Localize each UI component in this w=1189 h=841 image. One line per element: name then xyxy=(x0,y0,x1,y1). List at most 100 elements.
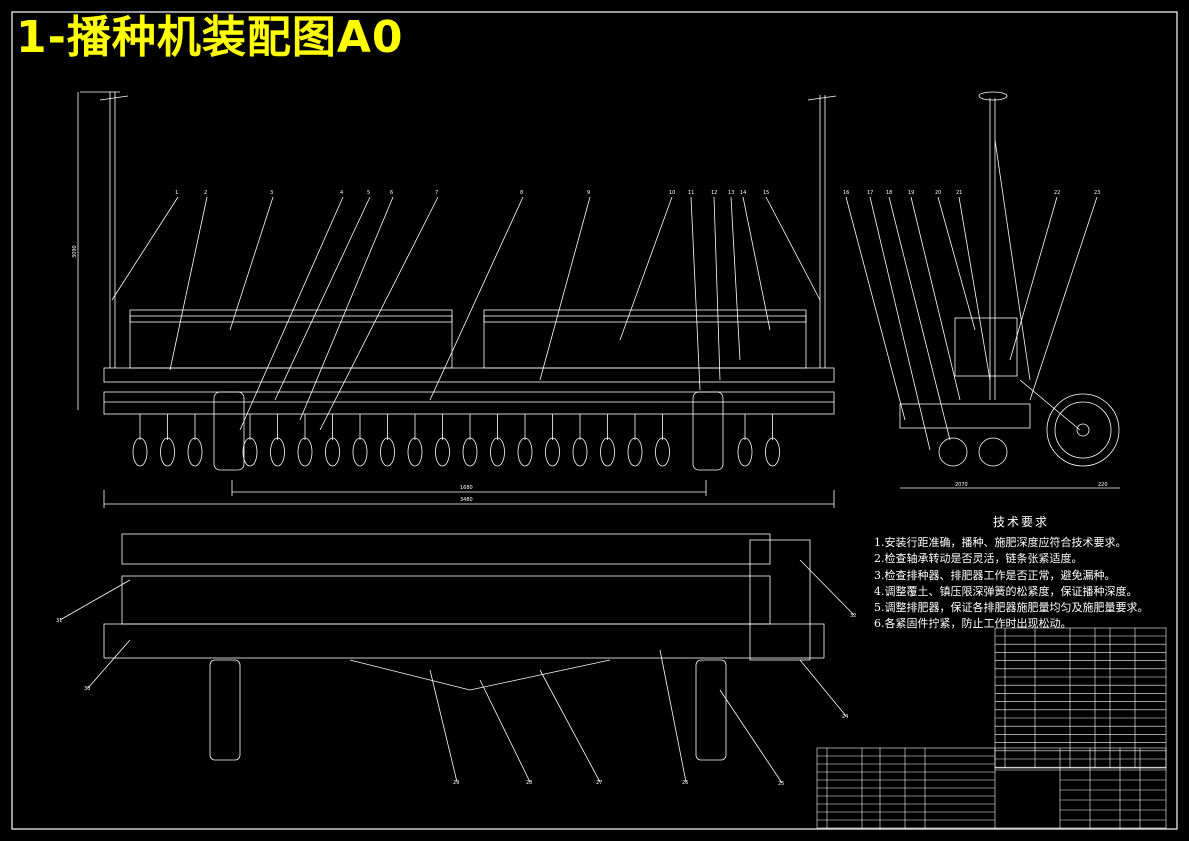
opener-disc xyxy=(380,437,395,467)
leader-line xyxy=(539,196,591,381)
opener-disc xyxy=(242,437,258,467)
balloon-label: 5 xyxy=(367,190,370,196)
balloon-label: 15 xyxy=(763,190,769,196)
balloon-labels-plan: 24 25 26 27 28 29 30 31 32 xyxy=(56,613,856,787)
tech-item: 6.各紧固件拧紧，防止工作时出现松动。 xyxy=(874,617,1072,631)
balloon-label: 17 xyxy=(867,190,873,196)
opener-disc xyxy=(737,437,753,467)
leader-line xyxy=(937,196,976,331)
balloon-label: 21 xyxy=(956,190,962,196)
opener-disc xyxy=(407,437,423,467)
leader-line xyxy=(910,196,961,401)
balloon-label: 32 xyxy=(850,613,856,619)
opener-disc xyxy=(765,437,780,467)
balloon-label: 8 xyxy=(520,190,523,196)
balloon-label: 12 xyxy=(711,190,717,196)
balloon-label: 11 xyxy=(688,190,694,196)
leader-line xyxy=(719,689,783,784)
leader-line xyxy=(742,196,771,331)
balloon-label: 9 xyxy=(587,190,590,196)
leader-line xyxy=(659,649,687,783)
balloon-label: 28 xyxy=(526,780,532,786)
leader-line xyxy=(1029,196,1098,401)
leader-line xyxy=(299,196,394,421)
leader-line xyxy=(229,196,274,331)
balloon-label: 14 xyxy=(740,190,746,196)
opener-disc xyxy=(627,437,643,467)
technical-requirements: 技术要求 1.安装行距准确，播种、施肥深度应符合技术要求。 2.检查轴承转动是否… xyxy=(874,514,1168,632)
balloon-label: 30 xyxy=(84,686,90,692)
balloon-labels-side: 16 17 18 19 20 21 22 23 xyxy=(843,190,1100,196)
balloon-label: 26 xyxy=(682,780,688,786)
leader-line xyxy=(169,196,208,371)
tech-item: 1.安装行距准确，播种、施肥深度应符合技术要求。 xyxy=(874,536,1127,550)
leader-line xyxy=(87,639,131,689)
front-view xyxy=(77,91,837,508)
balloon-label: 23 xyxy=(1094,190,1100,196)
balloon-label: 19 xyxy=(908,190,914,196)
dim-side-left: 2070 xyxy=(955,482,968,488)
dim-height: 3090 xyxy=(72,245,78,258)
leader-line xyxy=(619,196,673,341)
drawing-border xyxy=(11,11,1178,830)
opener-disc xyxy=(160,437,175,467)
side-view xyxy=(845,91,1120,489)
balloon-label: 7 xyxy=(435,190,438,196)
opener-disc xyxy=(132,437,148,467)
leader-line xyxy=(690,196,701,391)
leader-line xyxy=(888,196,951,441)
balloon-label: 10 xyxy=(669,190,675,196)
leader-line xyxy=(319,196,439,431)
tech-item: 5.调整排肥器，保证各排肥器施肥量均匀及施肥量要求。 xyxy=(874,601,1149,615)
opener-disc xyxy=(517,437,533,467)
balloon-label: 1 xyxy=(175,190,178,196)
tech-item: 4.调整覆土、镇压限深弹簧的松紧度，保证播种深度。 xyxy=(874,584,1138,598)
balloon-label: 31 xyxy=(56,618,62,624)
leader-line xyxy=(239,196,344,431)
leader-line xyxy=(429,669,458,783)
leader-line xyxy=(274,196,371,401)
leader-line xyxy=(765,196,821,301)
opener-disc xyxy=(297,437,313,467)
leader-line xyxy=(1009,196,1058,361)
dim-overall: 3480 xyxy=(460,497,473,503)
tech-heading: 技术要求 xyxy=(992,515,1049,529)
opener-disc xyxy=(270,437,285,467)
opener-disc xyxy=(490,437,505,467)
balloon-label: 3 xyxy=(270,190,273,196)
balloon-label: 18 xyxy=(886,190,892,196)
balloon-label: 22 xyxy=(1054,190,1060,196)
leader-line xyxy=(799,559,855,616)
opener-disc xyxy=(187,437,203,467)
opener-disc xyxy=(600,437,615,467)
opener-disc xyxy=(435,437,450,467)
balloon-label: 16 xyxy=(843,190,849,196)
leader-line xyxy=(111,196,179,301)
balloon-label: 24 xyxy=(842,714,848,720)
balloon-label: 27 xyxy=(596,780,602,786)
opener-disc xyxy=(462,437,478,467)
opener-disc xyxy=(572,437,588,467)
leader-line xyxy=(869,196,931,451)
balloon-label: 2 xyxy=(204,190,207,196)
opener-disc xyxy=(545,437,560,467)
drawing-title: 1-播种机装配图A0 xyxy=(16,12,404,63)
tech-item: 3.检查排种器、排肥器工作是否正常，避免漏种。 xyxy=(874,568,1116,582)
opener-disc xyxy=(325,437,340,467)
dim-side-right: 220 xyxy=(1098,482,1108,488)
plan-view xyxy=(59,533,855,784)
dim-track: 1680 xyxy=(460,485,473,491)
leader-line xyxy=(845,196,906,421)
leader-line xyxy=(479,679,531,783)
balloon-label: 25 xyxy=(778,781,784,787)
leader-line xyxy=(539,669,601,783)
balloon-label: 29 xyxy=(453,780,459,786)
balloon-label: 13 xyxy=(728,190,734,196)
leader-line xyxy=(429,196,524,401)
bom-table xyxy=(816,627,1167,829)
leader-line xyxy=(958,196,991,381)
leader-line xyxy=(713,196,721,381)
balloon-label: 20 xyxy=(935,190,941,196)
